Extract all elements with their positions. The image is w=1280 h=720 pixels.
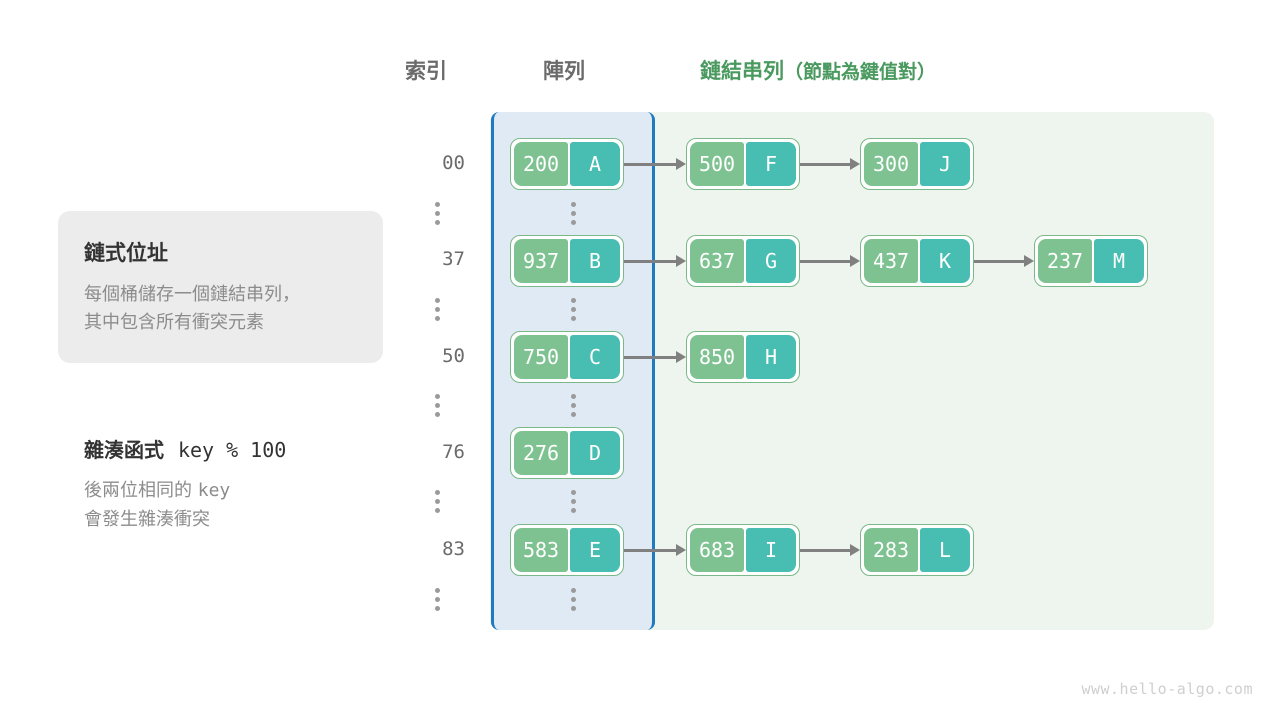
- hash-function-line-2: 會發生雜湊衝突: [84, 508, 210, 530]
- node-key: 850: [690, 335, 744, 379]
- array-ellipsis-3: [568, 490, 578, 513]
- hash-function-line-1-text: 後兩位相同的: [84, 480, 192, 501]
- index-ellipsis-4: [432, 588, 442, 611]
- node-key: 637: [690, 239, 744, 283]
- chaining-info-card: 鏈式位址 每個桶儲存一個鏈結串列， 其中包含所有衝突元素: [58, 211, 383, 363]
- info-card-line-2: 其中包含所有衝突元素: [84, 311, 264, 333]
- watermark: www.hello-algo.com: [1081, 680, 1253, 698]
- node-key: 200: [514, 142, 568, 186]
- array-ellipsis-4: [568, 588, 578, 611]
- index-label-1: 37: [442, 248, 465, 270]
- header-array: 陣列: [543, 59, 585, 83]
- chain-arrow: [624, 544, 686, 556]
- node-key: 500: [690, 142, 744, 186]
- node-value: G: [746, 239, 796, 283]
- array-ellipsis-1: [568, 298, 578, 321]
- chain-arrow: [800, 544, 860, 556]
- index-ellipsis-3: [432, 490, 442, 513]
- chain-arrow: [624, 255, 686, 267]
- index-label-3: 76: [442, 441, 465, 463]
- node-key: 283: [864, 528, 918, 572]
- hash-function-expression: key % 100: [177, 438, 287, 462]
- node-value: C: [570, 335, 620, 379]
- info-card-title: 鏈式位址: [84, 241, 168, 265]
- node-value: I: [746, 528, 796, 572]
- node-value: J: [920, 142, 970, 186]
- chain-arrow: [800, 158, 860, 170]
- index-ellipsis-1: [432, 298, 442, 321]
- node-value: K: [920, 239, 970, 283]
- hash-function-title: 雜湊函式 key % 100: [84, 434, 414, 463]
- hash-function-body: 後兩位相同的 key 會發生雜湊衝突: [84, 477, 414, 535]
- chain-arrow: [800, 255, 860, 267]
- array-ellipsis-2: [568, 394, 578, 417]
- node-key: 276: [514, 431, 568, 475]
- header-index: 索引: [405, 59, 447, 83]
- header-linked-list-main: 鏈結串列: [700, 59, 784, 83]
- info-card-body: 每個桶儲存一個鏈結串列， 其中包含所有衝突元素: [84, 281, 357, 337]
- index-ellipsis-0: [432, 202, 442, 225]
- header-linked-list: 鏈結串列（節點為鍵值對）: [700, 55, 936, 85]
- hash-function-line-1-key: key: [197, 480, 231, 501]
- node-key: 750: [514, 335, 568, 379]
- chain-arrow: [624, 158, 686, 170]
- node-value: H: [746, 335, 796, 379]
- node-key: 683: [690, 528, 744, 572]
- index-label-2: 50: [442, 345, 465, 367]
- node-value: F: [746, 142, 796, 186]
- index-label-0: 00: [442, 152, 465, 174]
- chain-arrow: [624, 351, 686, 363]
- index-ellipsis-2: [432, 394, 442, 417]
- node-key: 583: [514, 528, 568, 572]
- node-value: B: [570, 239, 620, 283]
- chain-arrow: [974, 255, 1034, 267]
- node-key: 237: [1038, 239, 1092, 283]
- node-value: E: [570, 528, 620, 572]
- node-value: L: [920, 528, 970, 572]
- node-key: 937: [514, 239, 568, 283]
- node-value: A: [570, 142, 620, 186]
- node-value: D: [570, 431, 620, 475]
- hash-function-line-1: 後兩位相同的 key: [84, 477, 414, 506]
- node-key: 437: [864, 239, 918, 283]
- hash-function-block: 雜湊函式 key % 100 後兩位相同的 key 會發生雜湊衝突: [84, 434, 414, 535]
- info-card-line-1: 每個桶儲存一個鏈結串列，: [84, 284, 300, 305]
- hash-function-label: 雜湊函式: [84, 438, 164, 462]
- array-ellipsis-0: [568, 202, 578, 225]
- node-key: 300: [864, 142, 918, 186]
- header-linked-list-note: （節點為鍵值對）: [784, 61, 937, 83]
- index-label-4: 83: [442, 538, 465, 560]
- node-value: M: [1094, 239, 1144, 283]
